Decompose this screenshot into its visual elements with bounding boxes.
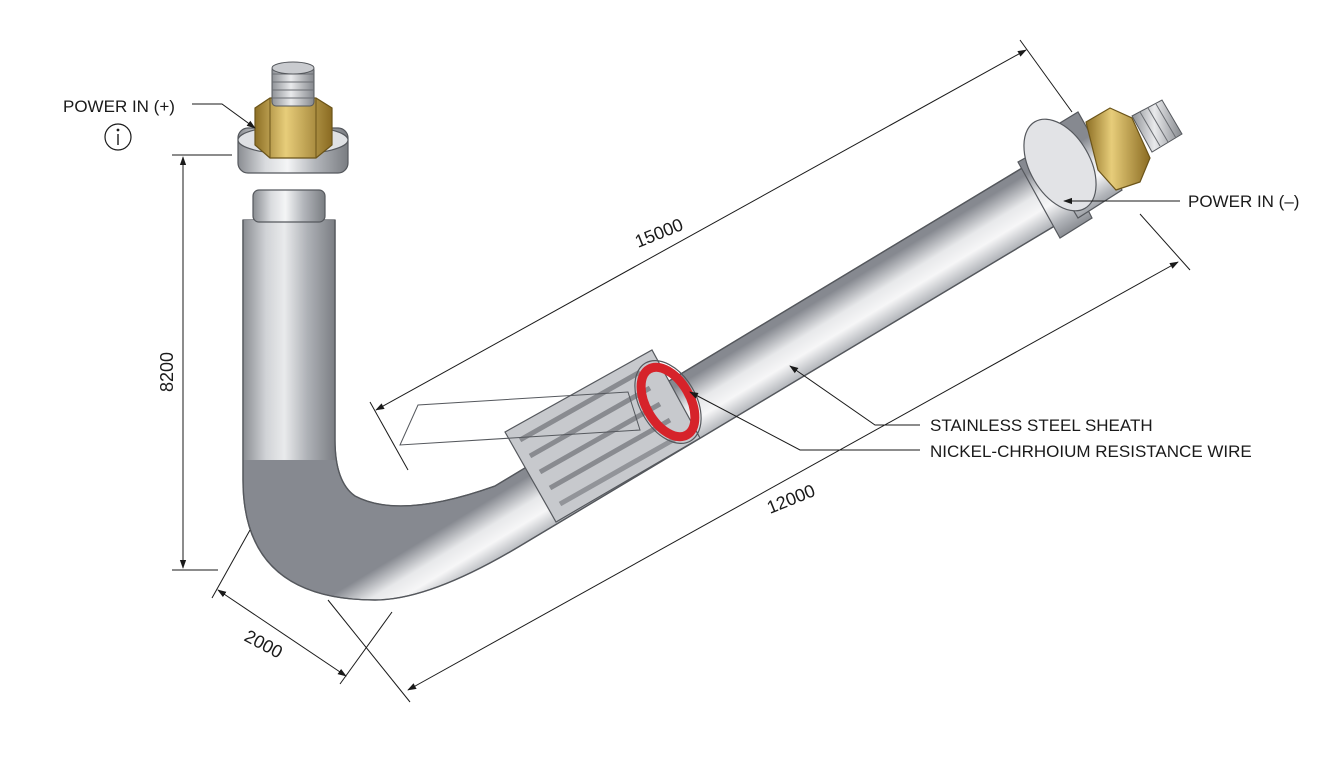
dim-line-bottom	[407, 261, 1179, 691]
label-wire: NICKEL-CHRHOIUM RESISTANCE WIRE	[930, 442, 1252, 461]
left-hex-nut	[254, 97, 333, 159]
right-thread	[1131, 99, 1183, 153]
dim-label-vertical: 8200	[157, 352, 177, 392]
info-icon	[104, 123, 132, 151]
leader-power-positive	[192, 103, 256, 129]
label-sheath: STAINLESS STEEL SHEATH	[930, 416, 1153, 435]
pipe-vertical-shade	[243, 220, 335, 460]
dim-label-top: 15000	[632, 214, 686, 251]
leader-lines	[192, 103, 1180, 451]
heater-pipe	[242, 141, 1093, 601]
dim-label-bottom: 12000	[764, 480, 818, 517]
label-power-in-negative: POWER IN (–)	[1188, 192, 1299, 211]
right-hex-nut	[1085, 107, 1151, 191]
dimension-lines	[172, 39, 1191, 703]
label-power-in-positive: POWER IN (+)	[63, 97, 175, 116]
left-terminal-fitting	[237, 61, 349, 223]
leader-wire	[689, 391, 920, 451]
right-terminal-fitting	[1023, 99, 1183, 219]
cutaway-section	[399, 349, 702, 523]
leader-sheath	[789, 365, 920, 426]
dim-line-bend	[217, 589, 347, 677]
